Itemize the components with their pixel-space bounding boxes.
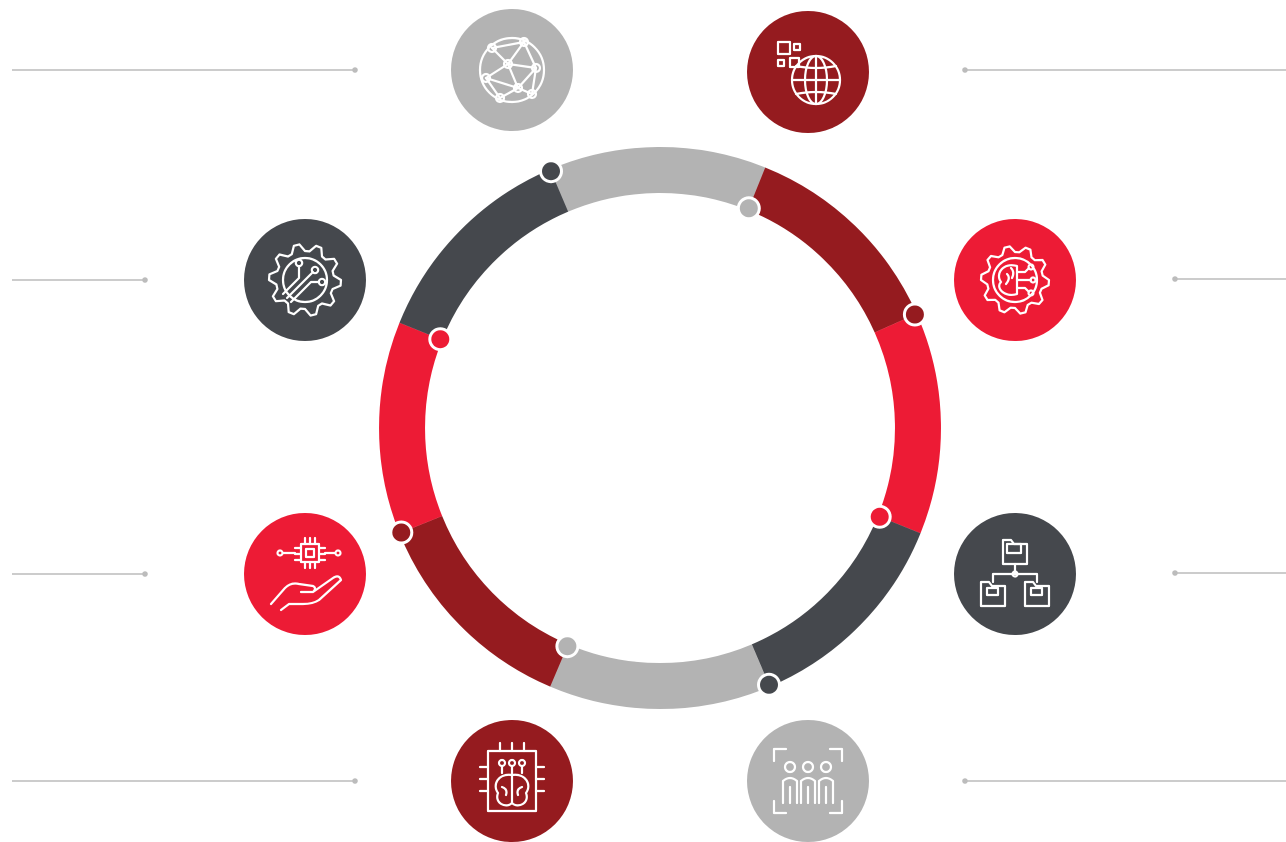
- folder-hierarchy-icon: [979, 538, 1051, 608]
- connector-lines: [12, 67, 1286, 784]
- puzzle-knob: [870, 507, 889, 526]
- team-people-icon: [772, 747, 844, 815]
- segment-right: [874, 313, 941, 534]
- team-people-node: [747, 720, 869, 842]
- icon-nodes: [244, 9, 1076, 842]
- chip-in-hand-icon: [269, 536, 343, 612]
- segment-bottom: [550, 644, 770, 709]
- global-network-node: [451, 9, 573, 131]
- ai-brain-chip-node: [451, 720, 573, 842]
- connector-dot: [352, 778, 358, 784]
- connector-dot: [352, 67, 358, 73]
- digital-globe-icon: [776, 40, 842, 106]
- digital-globe-node: [747, 11, 869, 133]
- puzzle-knob: [392, 523, 411, 542]
- circuit-gear-node: [244, 219, 366, 341]
- connector-dot: [1172, 276, 1178, 282]
- segment-lower-left: [399, 515, 569, 687]
- puzzle-ring: [379, 147, 941, 709]
- segment-upper-left: [399, 169, 569, 341]
- puzzle-knob: [760, 675, 778, 694]
- connector-dot: [142, 277, 148, 283]
- puzzle-knob: [739, 199, 758, 218]
- global-network-icon: [478, 36, 546, 104]
- node-circle: [954, 219, 1076, 341]
- circuit-gear-icon: [267, 243, 343, 317]
- connector-dot: [962, 778, 968, 784]
- puzzle-knob: [431, 330, 450, 349]
- node-circle: [451, 9, 573, 131]
- brain-gear-icon: [979, 245, 1051, 315]
- connector-dot: [962, 67, 968, 73]
- segment-left: [379, 322, 443, 534]
- segment-top: [550, 147, 766, 212]
- puzzle-knob: [542, 162, 560, 181]
- segment-upper-right: [747, 167, 917, 333]
- node-circle: [244, 513, 366, 635]
- node-circle: [747, 720, 869, 842]
- chip-in-hand-node: [244, 513, 366, 635]
- segment-lower-right: [751, 515, 921, 687]
- node-circle: [747, 11, 869, 133]
- puzzle-knob: [558, 637, 577, 656]
- ai-brain-chip-icon: [478, 741, 546, 813]
- folder-hierarchy-node: [954, 513, 1076, 635]
- connector-dot: [142, 571, 148, 577]
- connector-dot: [1172, 570, 1178, 576]
- puzzle-knob: [905, 305, 924, 324]
- brain-gear-node: [954, 219, 1076, 341]
